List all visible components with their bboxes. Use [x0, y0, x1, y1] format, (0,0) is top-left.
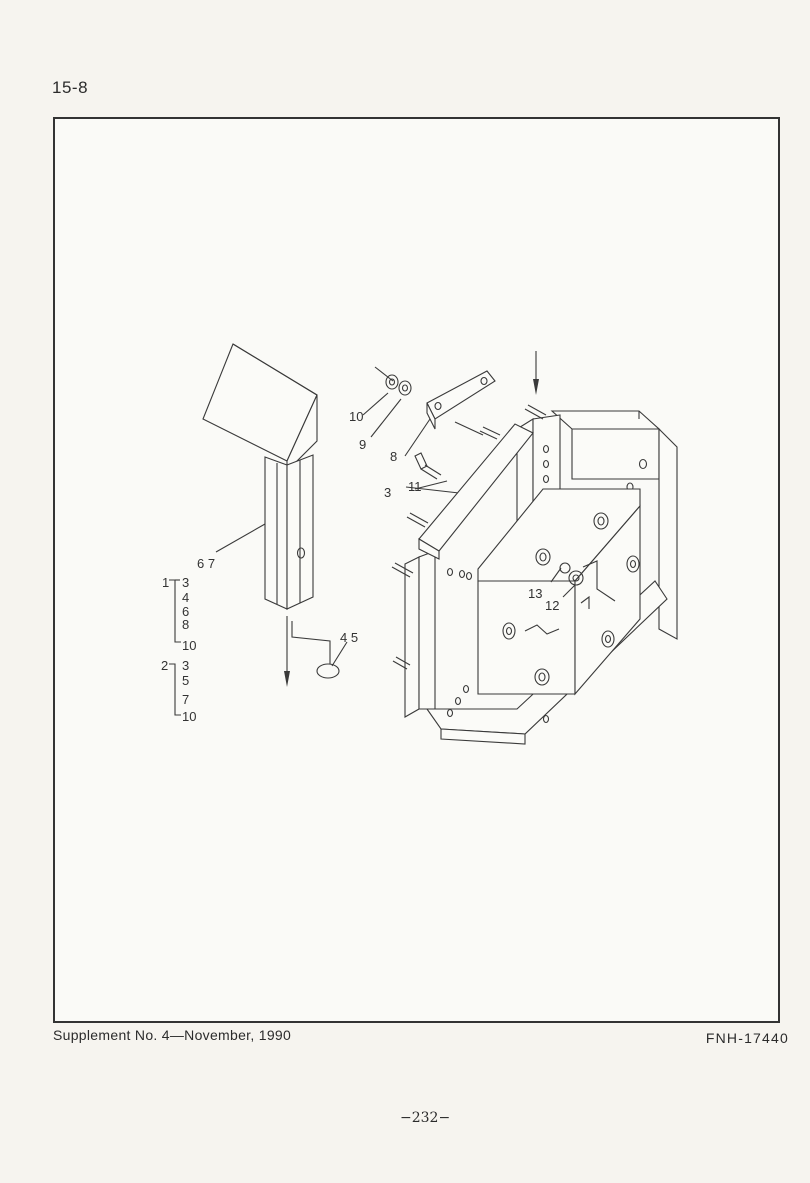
assembly-id: 2	[161, 658, 168, 673]
washer-part	[316, 663, 340, 679]
part-label-13: 13	[528, 586, 542, 601]
page-number: 15-8	[52, 78, 89, 97]
diagram-frame: 10 9 8 11 3 6 7 13 12 4 5 1 3 4 6 8 10 2…	[53, 117, 780, 1023]
small-bolt	[414, 452, 448, 490]
part-label-6-7: 6 7	[197, 556, 215, 571]
assembly-part: 10	[182, 709, 196, 724]
part-label-3: 3	[384, 485, 391, 500]
top-direction-arrow	[533, 351, 539, 395]
exploded-parts-diagram: 10 9 8 11 3 6 7 13 12 4 5 1 3 4 6 8 10 2…	[161, 343, 678, 745]
assembly-group-1: 1 3 4 6 8 10	[162, 575, 196, 653]
assembly-id: 1	[162, 575, 169, 590]
assembly-part: 8	[182, 617, 189, 632]
part-label-8: 8	[390, 449, 397, 464]
part-label-11: 11	[408, 479, 422, 494]
insert-direction-arrow	[284, 616, 331, 687]
bracket-plate	[404, 370, 496, 457]
assembly-part: 10	[182, 638, 196, 653]
part-label-9: 9	[359, 437, 366, 452]
assembly-part: 5	[182, 673, 189, 688]
center-clamp-block	[477, 488, 641, 696]
assembly-part: 6	[182, 604, 189, 619]
part-label-12: 12	[545, 598, 559, 613]
nut-washer	[550, 562, 584, 598]
part-label-4-5: 4 5	[340, 630, 358, 645]
assembly-part: 7	[182, 692, 189, 707]
bolt-stack	[362, 366, 412, 438]
support-post	[264, 454, 314, 610]
part-label-10: 10	[349, 409, 363, 424]
assembly-part: 3	[182, 658, 189, 673]
assembly-part: 4	[182, 590, 189, 605]
document-number: FNH-17440	[705, 1030, 789, 1046]
assembly-part: 3	[182, 575, 189, 590]
sign-panel	[202, 343, 318, 473]
supplement-note: Supplement No. 4—November, 1990	[53, 1027, 292, 1043]
folio-number: −232−	[400, 1110, 451, 1126]
assembly-group-2: 2 3 5 7 10	[161, 658, 196, 724]
